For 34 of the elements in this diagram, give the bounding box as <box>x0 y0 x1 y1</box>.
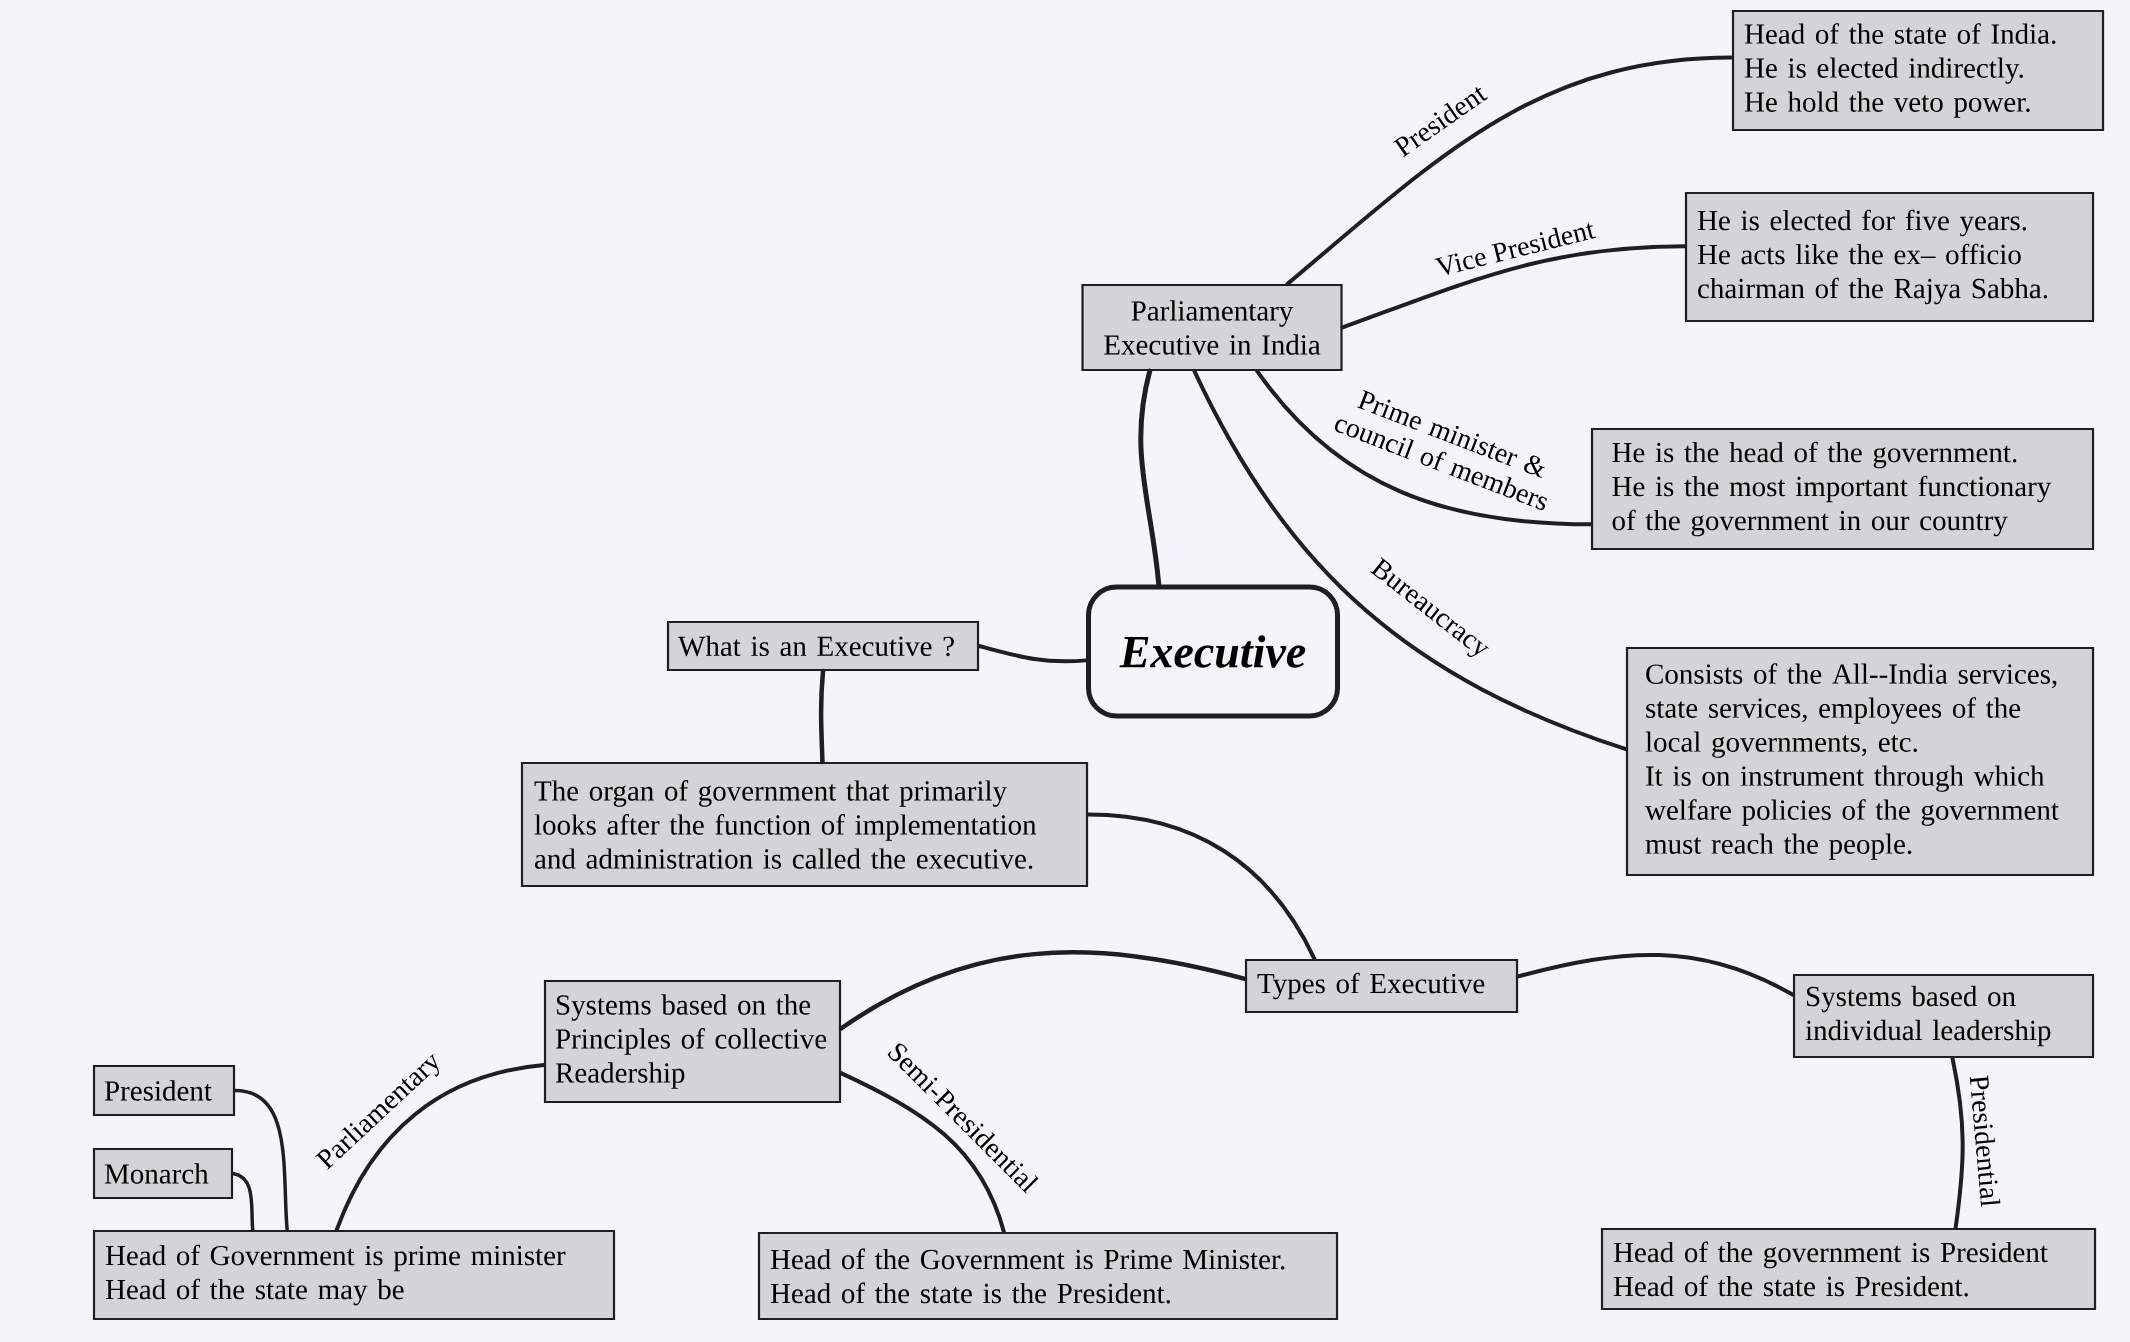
text-box: Head of Government is prime minister Head of the state may be <box>92 1229 616 1321</box>
text-box: Head of the Government is Prime Minister. Head of the state is the President. <box>757 1231 1339 1321</box>
text-box: Consists of the All--India services, state services, employees of the local governments, etc. It is on instrument through which welfare policies of the government must reach the people. <box>1625 646 2095 877</box>
edge-label: Presidential <box>1969 1075 2001 1208</box>
connector-line <box>1086 812 1317 961</box>
connector-line <box>231 1171 255 1232</box>
text-box: Monarch <box>92 1147 234 1200</box>
connector-line <box>839 1071 1006 1234</box>
text-box: President <box>92 1064 236 1117</box>
connector-line <box>1255 369 1593 527</box>
text-box: He is elected for five years. He acts like the ex– officio chairman of the Rajya Sabha. <box>1684 191 2095 323</box>
text-box: The organ of government that primarily looks after the function of implementation and administration is called the executive. <box>520 761 1089 888</box>
connector-line <box>1285 55 1734 286</box>
edge-label: Prime minister & council of members <box>1335 390 1548 510</box>
text-box: Head of the state of India. He is elected indirectly. He hold the veto power. <box>1731 9 2105 132</box>
text-box: Head of the government is President Head of the state is President. <box>1600 1227 2097 1311</box>
text-box: Parliamentary Executive in India <box>1081 283 1343 372</box>
rounded-box: Executive <box>1086 584 1340 719</box>
connector-line <box>334 1063 546 1232</box>
text-box: What is an Executive ? <box>666 620 980 672</box>
text-box: Systems based on the Principles of collective Readership <box>543 979 842 1104</box>
connector-line <box>1516 953 1795 997</box>
text-box: He is the head of the government. He is the most important functionary of the government in our country <box>1590 427 2095 551</box>
connector-line <box>1340 244 1687 330</box>
connector-line <box>1138 368 1162 587</box>
text-box: Types of Executive <box>1244 958 1519 1014</box>
connector-line <box>1950 1056 1965 1230</box>
edge-label: Vice President <box>1434 223 1596 275</box>
text-box: Systems based on individual leadership <box>1792 973 2095 1059</box>
connector-line <box>838 950 1248 1031</box>
connector-line <box>1192 369 1628 752</box>
connector-line <box>818 668 826 765</box>
connector-line <box>977 644 1088 664</box>
connector-line <box>233 1088 289 1232</box>
